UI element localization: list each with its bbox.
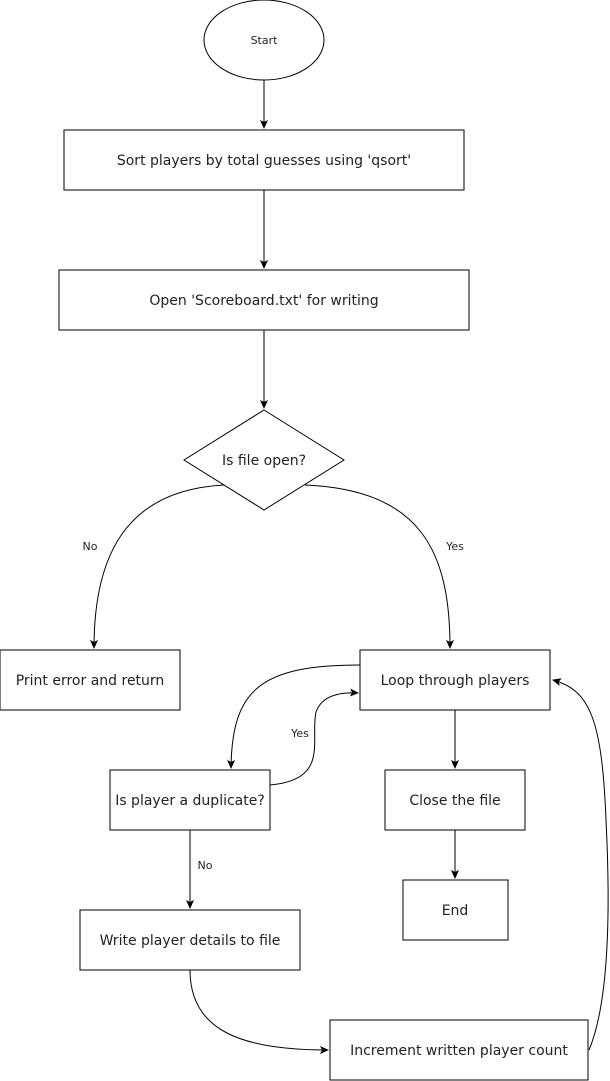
end-label: End [442,903,469,919]
edge-write-to-increment [189,969,329,1054]
increment-count-label: Increment written player count [350,1043,568,1059]
start-node: Start [203,0,325,81]
edge-decision-yes-to-loop [304,484,454,649]
open-file-label: Open 'Scoreboard.txt' for writing [149,293,378,309]
edge-duplicate-yes-to-loop [269,688,359,786]
is-duplicate-node: Is player a duplicate? [109,769,271,831]
write-details-node: Write player details to file [79,909,301,971]
edge-decision-no-to-error [90,484,225,649]
is-file-open-decision: Is file open? [183,409,345,511]
edge-label-no-write: No [198,859,213,872]
start-label: Start [251,34,279,47]
close-file-label: Close the file [409,793,500,809]
edge-loop-to-duplicate [227,664,361,769]
close-file-node: Close the file [384,769,526,831]
sort-node: Sort players by total guesses using 'qso… [63,129,465,191]
is-file-open-label: Is file open? [222,453,306,469]
loop-players-node: Loop through players [359,649,551,711]
sort-label: Sort players by total guesses using 'qso… [117,153,411,169]
end-node: End [402,879,509,941]
edge-label-yes-loop: Yes [445,540,464,553]
write-details-label: Write player details to file [100,933,281,949]
print-error-label: Print error and return [16,673,165,689]
is-duplicate-label: Is player a duplicate? [115,793,265,809]
loop-players-label: Loop through players [381,673,530,689]
edge-increment-to-loop [552,678,609,1051]
print-error-node: Print error and return [0,649,181,711]
increment-count-node: Increment written player count [329,1019,589,1081]
edge-label-no-error: No [83,540,98,553]
edge-label-yes-duplicate: Yes [290,727,309,740]
open-file-node: Open 'Scoreboard.txt' for writing [58,269,470,331]
